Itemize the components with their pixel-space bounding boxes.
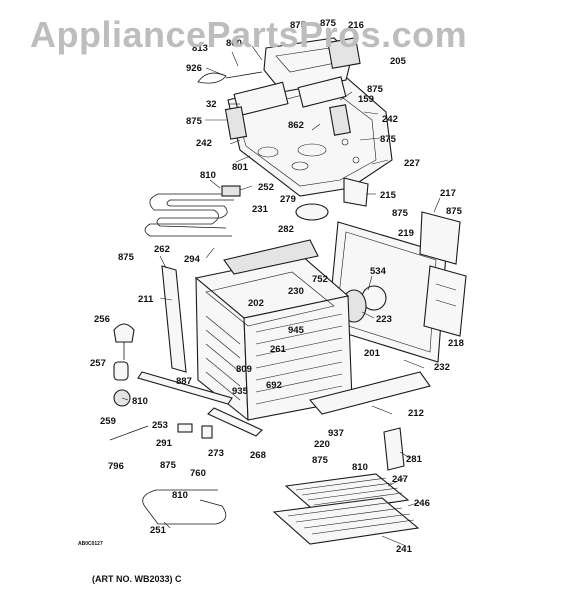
callout-273: 273: [208, 448, 224, 459]
side-trim-262: [161, 265, 187, 373]
bottom-trim-212: [137, 371, 431, 437]
callout-875b: 875: [320, 18, 337, 29]
callout-257: 257: [90, 358, 106, 369]
sensor-probe-926: [197, 71, 263, 84]
art-number: (ART NO. WB2033) C: [92, 574, 182, 584]
callout-227: 227: [404, 158, 420, 169]
callout-246: 246: [414, 498, 430, 509]
side-bracket-217: [419, 211, 461, 265]
callout-801: 801: [232, 162, 249, 173]
light-fixture-279: [295, 203, 329, 221]
switch-256: [113, 323, 135, 360]
callout-211: 211: [138, 294, 154, 305]
callout-937: 937: [328, 428, 344, 439]
callout-205: 205: [390, 56, 407, 67]
callout-935: 935: [232, 386, 249, 397]
callout-279: 279: [280, 194, 296, 205]
callout-242a: 242: [196, 138, 212, 149]
latch-281: [383, 427, 405, 471]
callout-232: 232: [434, 362, 450, 373]
callout-875j: 875: [312, 455, 329, 466]
callout-887: 887: [176, 376, 192, 387]
broil-element-part: [144, 185, 241, 237]
callout-875g: 875: [446, 206, 463, 217]
callout-813: 813: [192, 43, 208, 54]
callout-32: 32: [206, 99, 217, 110]
watermark: AppliancePartsPros.com: [30, 14, 468, 55]
small-parts-291-273: [177, 423, 213, 439]
callout-810b: 810: [132, 396, 148, 407]
callout-282: 282: [278, 224, 294, 235]
callout-242b: 242: [382, 114, 398, 125]
callout-252: 252: [258, 182, 274, 193]
callout-875c: 875: [367, 84, 384, 95]
callout-201: 201: [364, 348, 381, 359]
callout-218: 218: [448, 338, 464, 349]
callout-247: 247: [392, 474, 408, 485]
callout-294: 294: [184, 254, 201, 265]
callout-692: 692: [266, 380, 282, 391]
callout-810a: 810: [200, 170, 216, 181]
duct-215: [343, 177, 369, 207]
leader-lines: [121, 45, 441, 547]
callout-810c: 810: [352, 462, 368, 473]
callout-220: 220: [314, 439, 330, 450]
callout-253: 253: [152, 420, 168, 431]
callout-875e: 875: [380, 134, 397, 145]
callout-809: 809: [236, 364, 252, 375]
callout-875d: 875: [186, 116, 203, 127]
callout-216: 216: [348, 20, 364, 31]
callout-291: 291: [156, 438, 173, 449]
callout-212: 212: [408, 408, 424, 419]
diagram-code: AB0C0127: [78, 541, 103, 547]
callout-875i: 875: [160, 460, 177, 471]
callout-261: 261: [270, 344, 287, 355]
callout-796: 796: [108, 461, 124, 472]
callout-268: 268: [250, 450, 266, 461]
callout-945: 945: [288, 325, 305, 336]
control-bracket-part: [224, 37, 361, 140]
callout-862: 862: [288, 120, 304, 131]
callout-875h: 875: [118, 252, 135, 263]
callout-256: 256: [94, 314, 110, 325]
callout-926: 926: [186, 63, 202, 74]
callout-231: 231: [252, 204, 269, 215]
socket-257: [113, 361, 129, 381]
callout-251: 251: [150, 525, 167, 536]
callout-217: 217: [440, 188, 456, 199]
callout-752: 752: [312, 274, 328, 285]
callout-241: 241: [396, 544, 413, 555]
callout-215: 215: [380, 190, 397, 201]
callout-875a: 875: [290, 20, 307, 31]
callout-810d: 810: [172, 490, 188, 501]
callout-281: 281: [406, 454, 423, 465]
callout-262: 262: [154, 244, 170, 255]
callout-219: 219: [398, 228, 414, 239]
back-cover-part: [423, 265, 467, 337]
callout-534: 534: [370, 266, 387, 277]
callout-875f: 875: [392, 208, 409, 219]
oven-rack-241: [272, 497, 420, 545]
bake-element-part: [142, 489, 227, 525]
callout-259: 259: [100, 416, 116, 427]
hinge-253: [109, 425, 149, 441]
oven-cavity-part: [194, 239, 353, 422]
callout-202: 202: [248, 298, 264, 309]
callout-230: 230: [288, 286, 304, 297]
callout-159: 159: [358, 94, 374, 105]
callout-760: 760: [190, 468, 206, 479]
callout-223: 223: [376, 314, 392, 325]
callout-800: 800: [226, 38, 242, 49]
